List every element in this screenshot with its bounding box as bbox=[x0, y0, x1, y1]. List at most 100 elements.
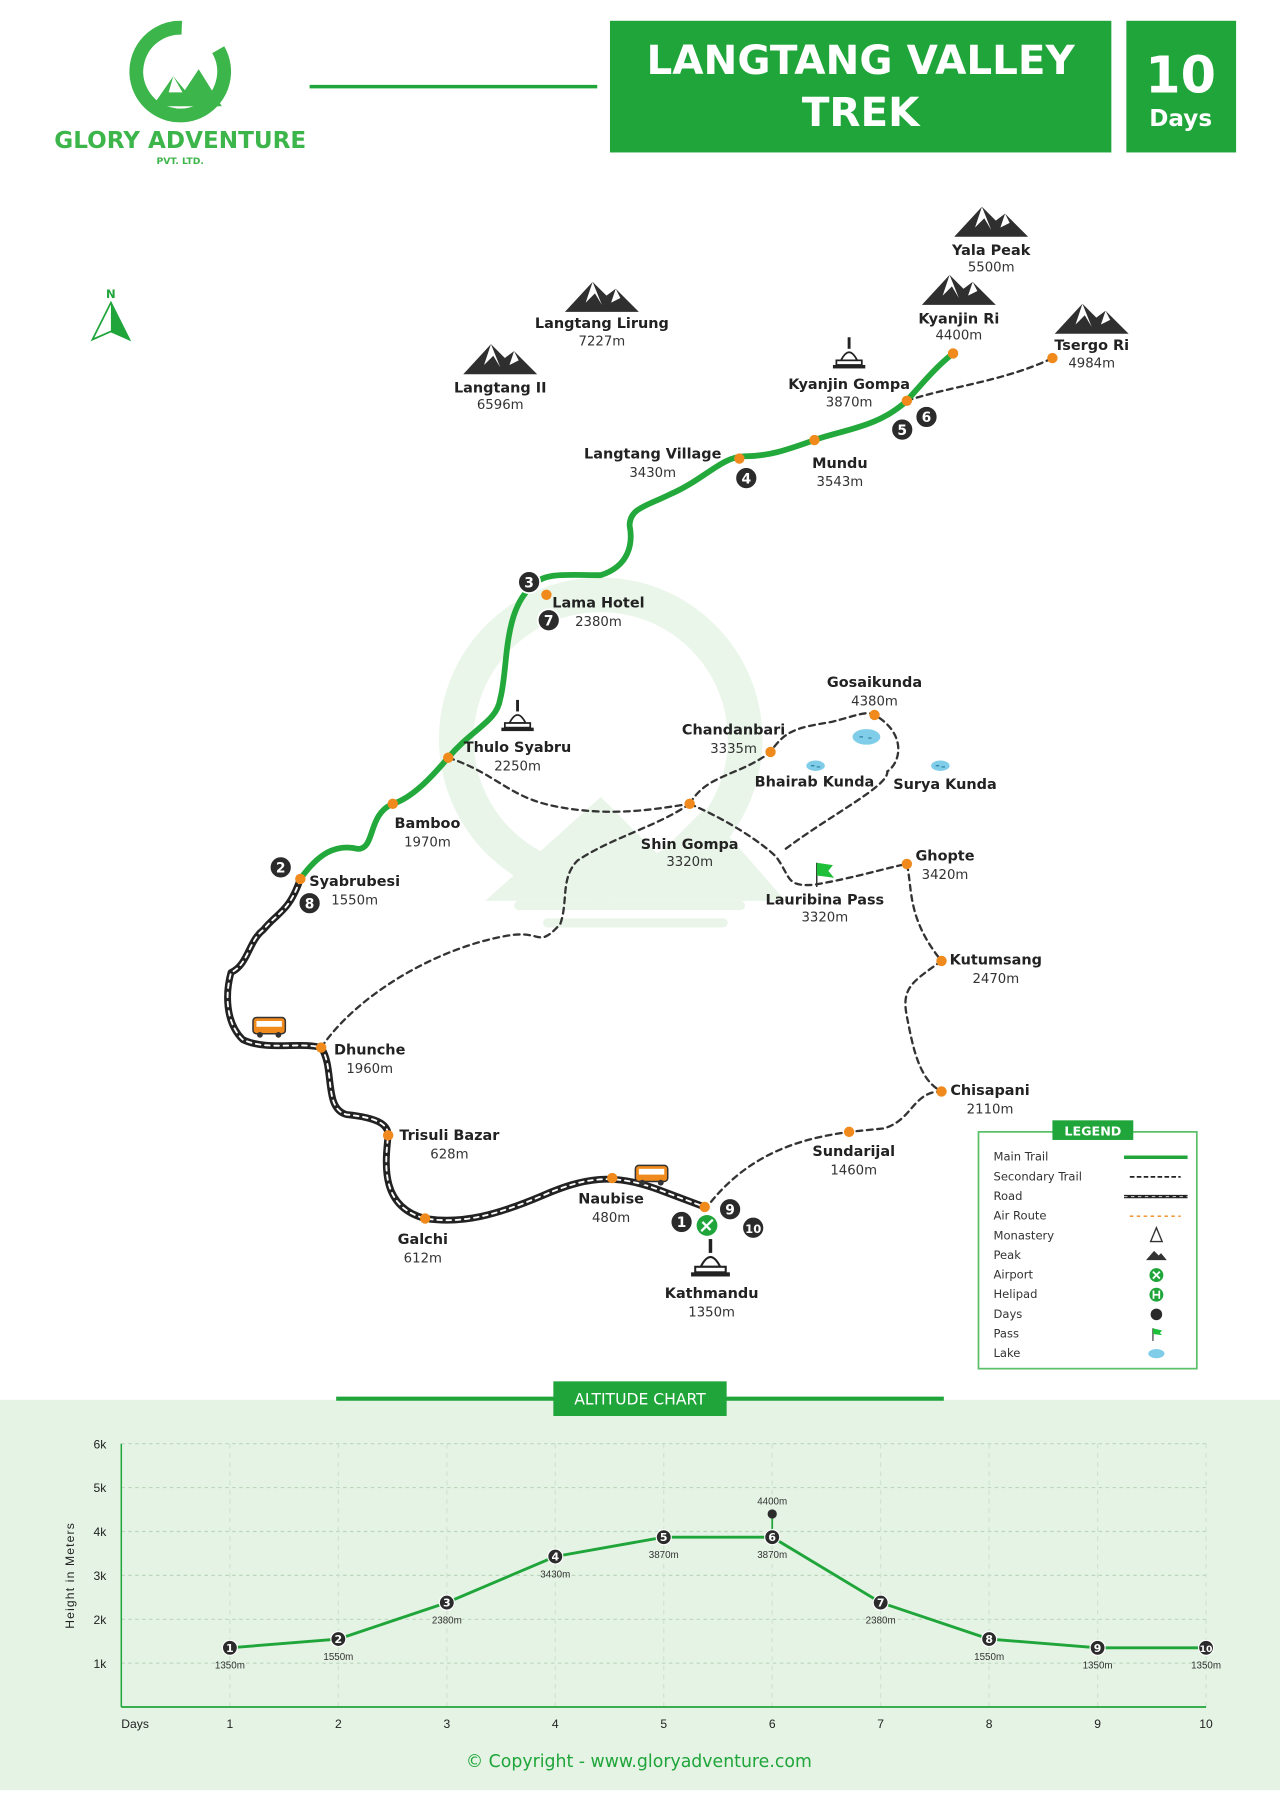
monastery-icon bbox=[1149, 1225, 1164, 1243]
data-point bbox=[438, 1594, 455, 1611]
days-box bbox=[1126, 20, 1237, 153]
day-badge-number: 5 bbox=[897, 423, 907, 439]
data-point bbox=[981, 1630, 998, 1648]
x-tick-label: 5 bbox=[660, 1717, 667, 1731]
peak-icon bbox=[564, 281, 639, 312]
peak-icon bbox=[1145, 1250, 1167, 1261]
legend-title: LEGEND bbox=[1064, 1123, 1121, 1138]
x-tick-label: 9 bbox=[1094, 1717, 1101, 1731]
data-point-day: 7 bbox=[877, 1597, 885, 1610]
day-badge: 10 bbox=[741, 1215, 766, 1240]
place-name: Dhunche bbox=[334, 1042, 406, 1058]
x-tick-label: 6 bbox=[769, 1717, 776, 1731]
place-elevation: 1970m bbox=[404, 836, 451, 851]
day-badge: 8 bbox=[297, 891, 322, 916]
watermark bbox=[438, 577, 786, 928]
data-point bbox=[655, 1529, 672, 1546]
bus-icon bbox=[634, 1164, 669, 1186]
day-badge-number: 7 bbox=[544, 613, 554, 629]
x-axis-label: Days bbox=[121, 1717, 149, 1731]
data-point bbox=[1089, 1639, 1106, 1656]
stop-dot bbox=[419, 1213, 431, 1224]
place-name: Kyanjin Ri bbox=[918, 311, 999, 327]
place-elevation: 612m bbox=[404, 1251, 442, 1266]
day-badge: 3 bbox=[517, 570, 541, 594]
bus-icon bbox=[252, 1016, 287, 1038]
day-badge: 7 bbox=[536, 608, 561, 633]
chart-background bbox=[0, 1399, 1280, 1791]
day-badge-number: 10 bbox=[745, 1222, 761, 1236]
legend-label: Helipad bbox=[994, 1287, 1038, 1301]
place-name: Naubise bbox=[578, 1191, 644, 1207]
legend-item: Road bbox=[994, 1189, 1188, 1203]
x-tick-label: 1 bbox=[227, 1717, 234, 1731]
airport-icon bbox=[696, 1215, 718, 1236]
place-elevation: 628m bbox=[430, 1147, 468, 1162]
monastery-icon bbox=[691, 1239, 730, 1277]
x-tick-label: 2 bbox=[335, 1717, 342, 1731]
place-name: Trisuli Bazar bbox=[399, 1128, 500, 1144]
legend-item: Secondary Trail bbox=[994, 1169, 1181, 1183]
stop-dot bbox=[443, 752, 454, 763]
title-line-2: TREK bbox=[802, 88, 921, 136]
place-elevation: 2470m bbox=[972, 972, 1019, 987]
peak-icon bbox=[954, 206, 1029, 237]
place-label: Naubise 480m bbox=[578, 1191, 644, 1225]
legend-item: Airport bbox=[994, 1268, 1164, 1283]
stop-dot bbox=[699, 1201, 710, 1213]
legend-item: Helipad bbox=[994, 1287, 1164, 1302]
pass-flag-icon bbox=[816, 862, 835, 888]
stop-dot bbox=[607, 1172, 618, 1184]
chart-title-box bbox=[553, 1381, 727, 1416]
place-name: Lauribina Pass bbox=[766, 892, 885, 908]
stop-dot bbox=[843, 1126, 855, 1138]
legend-label: Pass bbox=[994, 1326, 1020, 1340]
copyright: © Copyright - www.gloryadventure.com bbox=[466, 1752, 812, 1772]
data-point-day: 1 bbox=[226, 1642, 234, 1655]
place-name: Ghopte bbox=[915, 848, 974, 864]
legend-item: Air Route bbox=[994, 1209, 1181, 1223]
place-elevation: 480m bbox=[592, 1211, 630, 1226]
altitude-line bbox=[229, 1535, 1207, 1650]
place-label: Surya Kunda bbox=[893, 777, 996, 793]
data-point bbox=[1197, 1639, 1215, 1656]
day-dot-icon bbox=[1150, 1308, 1163, 1321]
y-tick-label: 6k bbox=[93, 1437, 107, 1451]
place-name: Chisapani bbox=[950, 1083, 1029, 1099]
legend-item: Days bbox=[994, 1307, 1163, 1321]
place-label: Kutumsang 2470m bbox=[950, 952, 1042, 986]
data-point-day: 10 bbox=[1200, 1644, 1213, 1655]
data-point-day: 2 bbox=[335, 1633, 343, 1646]
data-label: 3870m bbox=[757, 1550, 787, 1561]
place-name: Thulo Syabru bbox=[464, 740, 571, 756]
place-elevation: 2110m bbox=[967, 1102, 1014, 1117]
lake-icon bbox=[1148, 1349, 1165, 1359]
side-trip-point bbox=[767, 1509, 777, 1519]
place-elevation: 3543m bbox=[817, 475, 864, 490]
day-badge: 1 bbox=[669, 1210, 694, 1234]
place-label: Chisapani 2110m bbox=[950, 1083, 1029, 1117]
place-name: Tsergo Ri bbox=[1054, 338, 1129, 354]
monastery-icon bbox=[501, 699, 534, 732]
day-badge-number: 9 bbox=[725, 1202, 735, 1218]
stop-markers bbox=[295, 348, 1058, 1224]
lake-icon bbox=[931, 760, 950, 771]
place-name: Kutumsang bbox=[950, 952, 1042, 968]
place-name: Yala Peak bbox=[951, 243, 1031, 259]
legend-label: Air Route bbox=[994, 1209, 1047, 1223]
day-badge-number: 3 bbox=[524, 575, 534, 591]
data-point-day: 6 bbox=[768, 1531, 776, 1544]
place-elevation: 3420m bbox=[922, 868, 969, 883]
legend-label: Road bbox=[994, 1189, 1023, 1203]
